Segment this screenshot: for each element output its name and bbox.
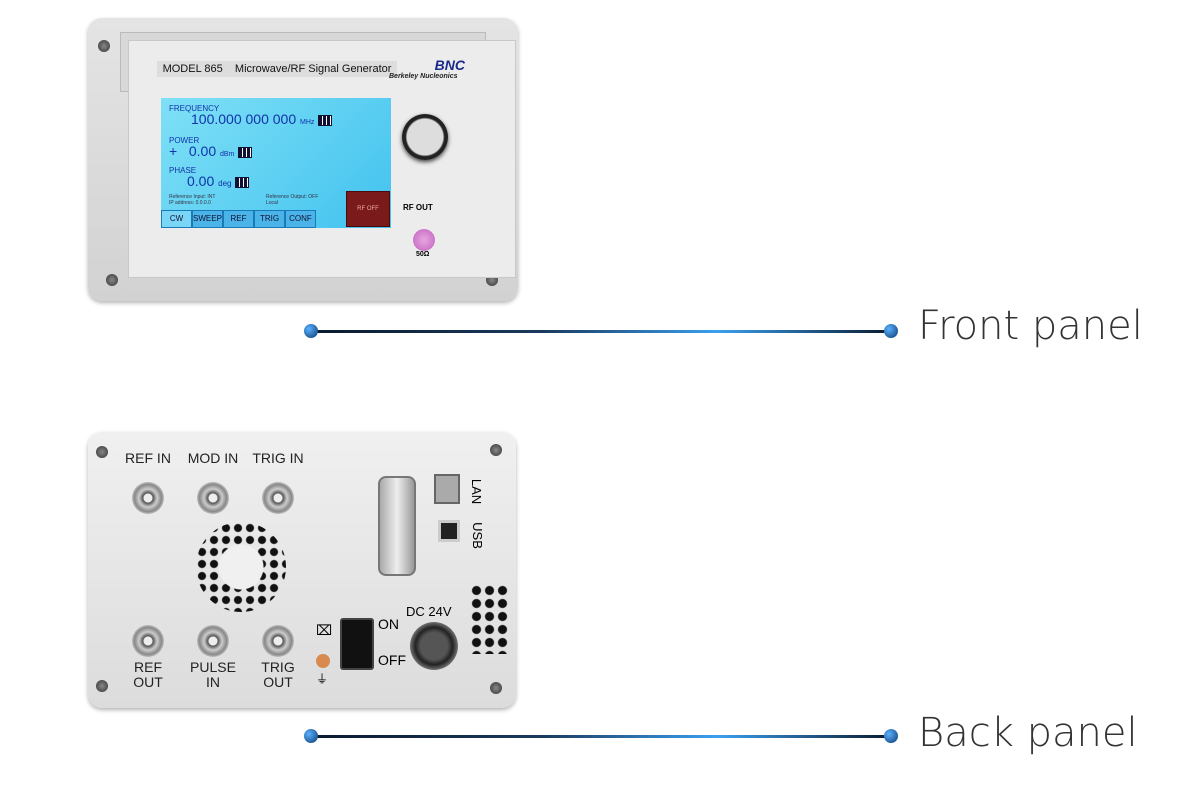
pulse-in-connector[interactable]	[197, 625, 229, 657]
back-panel-device: REF IN MOD IN TRIG IN REF OUT PULSE IN T…	[88, 432, 516, 708]
ground-icon: ⏚	[316, 672, 329, 686]
lan-label: LAN	[469, 478, 485, 505]
tab-ref[interactable]: REF	[223, 210, 254, 228]
trig-out-connector[interactable]	[262, 625, 294, 657]
impedance-label: 50Ω	[416, 251, 430, 258]
ref-in-label: REF IN	[125, 450, 171, 466]
power-value: 0.00	[188, 143, 217, 159]
off-label: OFF	[378, 652, 406, 668]
front-panel-device: MODEL 865 Microwave/RF Signal Generator …	[88, 18, 518, 301]
keypad-icon[interactable]	[235, 176, 250, 188]
touch-screen[interactable]: FREQUENCY 100.000 000 000 MHz POWER + 0.…	[161, 98, 391, 228]
vent-grid	[470, 584, 510, 654]
trig-out-label: TRIG OUT	[261, 659, 295, 690]
usb-port[interactable]	[438, 520, 460, 542]
tab-trig[interactable]: TRIG	[254, 210, 285, 228]
ref-out-connector[interactable]	[132, 625, 164, 657]
fan-vent	[186, 522, 296, 622]
front-panel-connector-line	[304, 324, 898, 338]
power-switch[interactable]	[340, 618, 374, 670]
weee-icon: ⌧	[316, 622, 333, 638]
keypad-icon[interactable]	[238, 146, 253, 158]
tab-cw[interactable]: CW	[161, 210, 192, 228]
bnc-logo: BNC Berkeley Nucleonics	[389, 57, 465, 80]
back-panel-caption: Back panel	[918, 710, 1138, 756]
rf-out-connector[interactable]	[413, 229, 435, 251]
phase-label: PHASE	[169, 166, 197, 175]
frequency-label: FREQUENCY	[169, 104, 220, 113]
power-label: POWER	[169, 136, 200, 145]
mod-in-label: MOD IN	[187, 450, 239, 466]
keypad-icon[interactable]	[318, 114, 333, 126]
ref-out-label: REF OUT	[133, 659, 163, 690]
phase-field[interactable]: 0.00 deg	[187, 173, 250, 189]
model-label: MODEL 865 Microwave/RF Signal Generator	[157, 61, 397, 77]
pulse-in-label: PULSE IN	[190, 659, 236, 690]
frequency-field[interactable]: 100.000 000 000 MHz	[191, 111, 333, 127]
local-status: Local	[266, 200, 278, 206]
frequency-unit: MHz	[300, 119, 315, 126]
mod-in-connector[interactable]	[197, 482, 229, 514]
phase-value: 0.00	[187, 173, 215, 189]
trig-in-label: TRIG IN	[252, 450, 304, 466]
ref-input-status: Reference Input: INT	[169, 194, 216, 200]
ip-address: IP address: 0.0.0.0	[169, 200, 211, 206]
ground-terminal[interactable]	[316, 654, 330, 668]
rotary-knob[interactable]	[402, 114, 448, 160]
on-label: ON	[378, 616, 399, 632]
lan-port[interactable]	[434, 474, 460, 504]
dc-power-jack[interactable]	[410, 622, 458, 670]
tab-sweep[interactable]: SWEEP	[192, 210, 223, 228]
frequency-value: 100.000 000 000	[191, 111, 297, 127]
power-unit: dBm	[220, 151, 235, 158]
rf-off-button[interactable]: RF OFF	[346, 191, 390, 227]
trig-in-connector[interactable]	[262, 482, 294, 514]
power-field[interactable]: + 0.00 dBm	[169, 143, 253, 159]
dc-label: DC 24V	[406, 604, 452, 619]
front-panel-caption: Front panel	[918, 303, 1143, 349]
power-sign: +	[169, 143, 178, 159]
gpib-connector[interactable]	[378, 476, 416, 576]
back-panel-connector-line	[304, 729, 898, 743]
ref-output-status: Reference Output: OFF	[266, 194, 319, 200]
phase-unit: deg	[218, 179, 232, 188]
tab-conf[interactable]: CONF	[285, 210, 316, 228]
usb-label: USB	[469, 522, 485, 549]
rf-out-label: RF OUT	[403, 203, 433, 212]
ref-in-connector[interactable]	[132, 482, 164, 514]
